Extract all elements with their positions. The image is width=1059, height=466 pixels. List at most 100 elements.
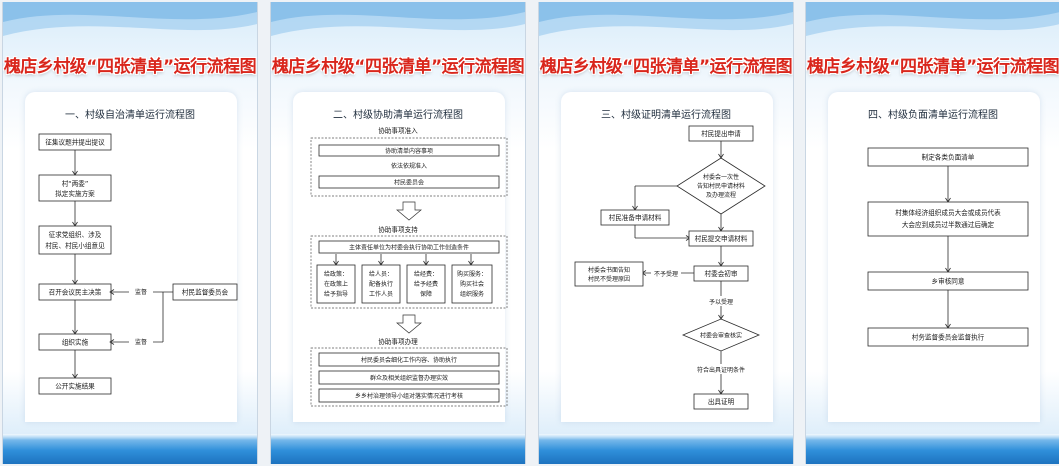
- poster-negative-list: 槐店乡村级“四张清单”运行流程图 四、村级负面清单运行流程图 制定各类负面清单 …: [805, 2, 1059, 464]
- step-supervise-execution: [867, 327, 1029, 347]
- supervise-arrowhead-2: [109, 339, 115, 345]
- support-services-line-3: 组织服务: [460, 290, 484, 298]
- support-arrows: [333, 254, 474, 266]
- support-policy-line-1: 给政策：: [324, 270, 348, 278]
- support-funds: [406, 264, 446, 304]
- reject-label: 不予受理: [654, 270, 678, 278]
- access-item-1: [318, 144, 500, 157]
- access-group: [310, 137, 508, 197]
- step-implement-label: 组织实施: [62, 338, 89, 347]
- poster-subtitle: 一、村级自治清单运行流程图: [65, 110, 195, 121]
- step-issue-certificate: [693, 393, 749, 410]
- villager-supervision-committee-label: 村民监督委员会: [182, 288, 229, 297]
- step-draft-plan-label-2: 拟定实施方案: [55, 189, 95, 198]
- accept-label-bg: [703, 296, 739, 306]
- assistance-flowchart: 协助事项准入 协助清单内容事项 依法依规准入 村民委员会 协助事项支持 主体责任…: [310, 126, 508, 407]
- step-publish-results: [38, 377, 112, 395]
- step-villager-apply-label: 村民提出申请: [701, 129, 741, 138]
- reject-label-bg: [651, 268, 681, 278]
- step-township-approval-label: 乡审核同意: [932, 277, 965, 286]
- poster-subtitle: 三、村级证明清单运行流程图: [601, 110, 731, 121]
- section-handling: 协助事项办理: [378, 337, 418, 346]
- step-draft-plan-label-1: 村“两委”: [62, 179, 89, 188]
- support-staff: [361, 264, 401, 304]
- support-staff-line-2: 配备执行: [369, 280, 393, 288]
- down-arrow-1: [396, 201, 422, 221]
- support-staff-line-1: 给人员：: [369, 270, 393, 278]
- support-services-line-1: 购买服务：: [457, 270, 487, 278]
- handling-item-2-label: 群众及相关组织监督办理实效: [370, 374, 448, 382]
- step-publish-results-label: 公开实施结果: [55, 382, 95, 391]
- step-solicit-opinions-label-1: 征求党组织、涉及: [49, 230, 102, 239]
- qualify-label: 符合出具证明条件: [697, 366, 745, 374]
- support-policy: [316, 264, 356, 304]
- poster-title: 槐店乡村级“四张清单”运行流程图: [539, 57, 793, 77]
- support-policy-line-2: 在政策上: [324, 280, 348, 288]
- qualify-label-bg: [689, 364, 753, 374]
- step-issue-certificate-label: 出具证明: [708, 397, 735, 406]
- handling-group: [310, 347, 508, 407]
- support-header-label: 主体责任单位为村委会执行协助工作创造条件: [349, 244, 469, 252]
- supervise-label-bg-1: [129, 286, 153, 296]
- section-access: 协助事项准入: [378, 126, 418, 135]
- poster-assistance: 槐店乡村级“四张清单”运行流程图 二、村级协助清单运行流程图 协助事项准入 协助…: [270, 2, 526, 464]
- handling-item-1-label: 村民委员会细化工作内容、协助执行: [361, 356, 457, 364]
- poster-title: 槐店乡村级“四张清单”运行流程图: [3, 57, 257, 77]
- support-policy-line-3: 给予指导: [324, 290, 348, 298]
- step-collect-topics-label: 征集议题并提出提议: [45, 138, 105, 147]
- step-initial-review-label: 村委会初审: [705, 269, 738, 278]
- support-funds-line-2: 给予经费: [414, 280, 438, 288]
- handling-item-1: [318, 352, 500, 367]
- handling-item-3-label: 乡乡村治理领导小组对落实情况进行考核: [355, 392, 463, 400]
- access-item-1-label: 协助清单内容事项: [385, 147, 433, 155]
- sky-decoration: [271, 2, 525, 36]
- step-solicit-opinions-label-2: 村民、村民小组意见: [45, 241, 105, 250]
- step-draft-negative-list-label: 制定各类负面清单: [922, 153, 975, 162]
- poster-subtitle: 四、村级负面清单运行流程图: [868, 110, 998, 121]
- step-democratic-decision-label: 召开会议民主决策: [49, 288, 102, 297]
- handling-item-3: [318, 388, 500, 403]
- bottom-band: [539, 434, 793, 464]
- step-member-approval: [867, 201, 1029, 237]
- support-funds-line-1: 给经费：: [414, 270, 438, 278]
- access-item-3: [318, 175, 500, 189]
- step-supervise-execution-label: 村务监督委员会监督执行: [912, 333, 985, 342]
- decision-inform-line-2: 告知村民申请材料: [697, 182, 745, 190]
- down-arrow-2: [396, 314, 422, 334]
- step-notify-rejection: [574, 261, 644, 287]
- content-card: [828, 92, 1040, 422]
- handling-item-2: [318, 370, 500, 385]
- access-item-3-label: 村民委员会: [394, 179, 424, 187]
- bottom-band: [271, 434, 525, 464]
- access-item-2-label: 依法依规准入: [391, 162, 427, 170]
- supervise-label-1: 监督: [135, 288, 147, 296]
- step-submit-materials-label: 村民提交申请材料: [695, 234, 748, 243]
- decision-inform-line-3: 及办理流程: [706, 191, 736, 199]
- decision-inform-line-1: 村委会一次性: [703, 173, 739, 181]
- step-notify-rejection-line-1: 村委会书面告知: [588, 266, 630, 274]
- support-funds-line-3: 保障: [420, 290, 432, 298]
- poster-subtitle: 二、村级协助清单运行流程图: [333, 110, 463, 121]
- supervise-label-bg-2: [129, 336, 153, 346]
- step-solicit-opinions: [38, 225, 112, 255]
- negative-list-flowchart: 制定各类负面清单 村集体经济组织成员大会或成员代表 大会应到成员过半数通过后确定…: [867, 147, 1029, 347]
- accept-label: 予以受理: [709, 298, 733, 306]
- poster-title: 槐店乡村级“四张清单”运行流程图: [271, 57, 525, 77]
- sky-decoration: [539, 2, 793, 36]
- step-member-approval-line-2: 大会应到成员过半数通过后确定: [902, 220, 995, 229]
- support-staff-line-3: 工作人员: [369, 290, 393, 298]
- supervise-arrowhead-1: [109, 289, 115, 295]
- bottom-band: [3, 434, 257, 464]
- support-group: [310, 235, 508, 309]
- step-prepare-materials-label: 村民准备申请材料: [609, 213, 662, 222]
- poster-autonomy: 槐店乡村级“四张清单”运行流程图 一、村级自治清单运行流程图 征集议题并提出提议…: [2, 2, 258, 464]
- section-support: 协助事项支持: [378, 225, 418, 234]
- bottom-band: [806, 434, 1059, 464]
- supervise-label-2: 监督: [135, 338, 147, 346]
- autonomy-flowchart: 征集议题并提出提议 村“两委” 拟定实施方案 征求党组织、涉及 村民、村民小组意…: [38, 133, 238, 395]
- poster-certificate: 槐店乡村级“四张清单”运行流程图 三、村级证明清单运行流程图 村民提出申请 村委…: [538, 2, 794, 464]
- support-services-line-2: 购买社会: [460, 280, 484, 288]
- poster-title: 槐店乡村级“四张清单”运行流程图: [806, 57, 1059, 77]
- step-draft-plan: [38, 174, 112, 202]
- certificate-flowchart: 村民提出申请 村委会一次性 告知村民申请材料 及办理流程 村民准备申请材料 村民…: [574, 125, 766, 410]
